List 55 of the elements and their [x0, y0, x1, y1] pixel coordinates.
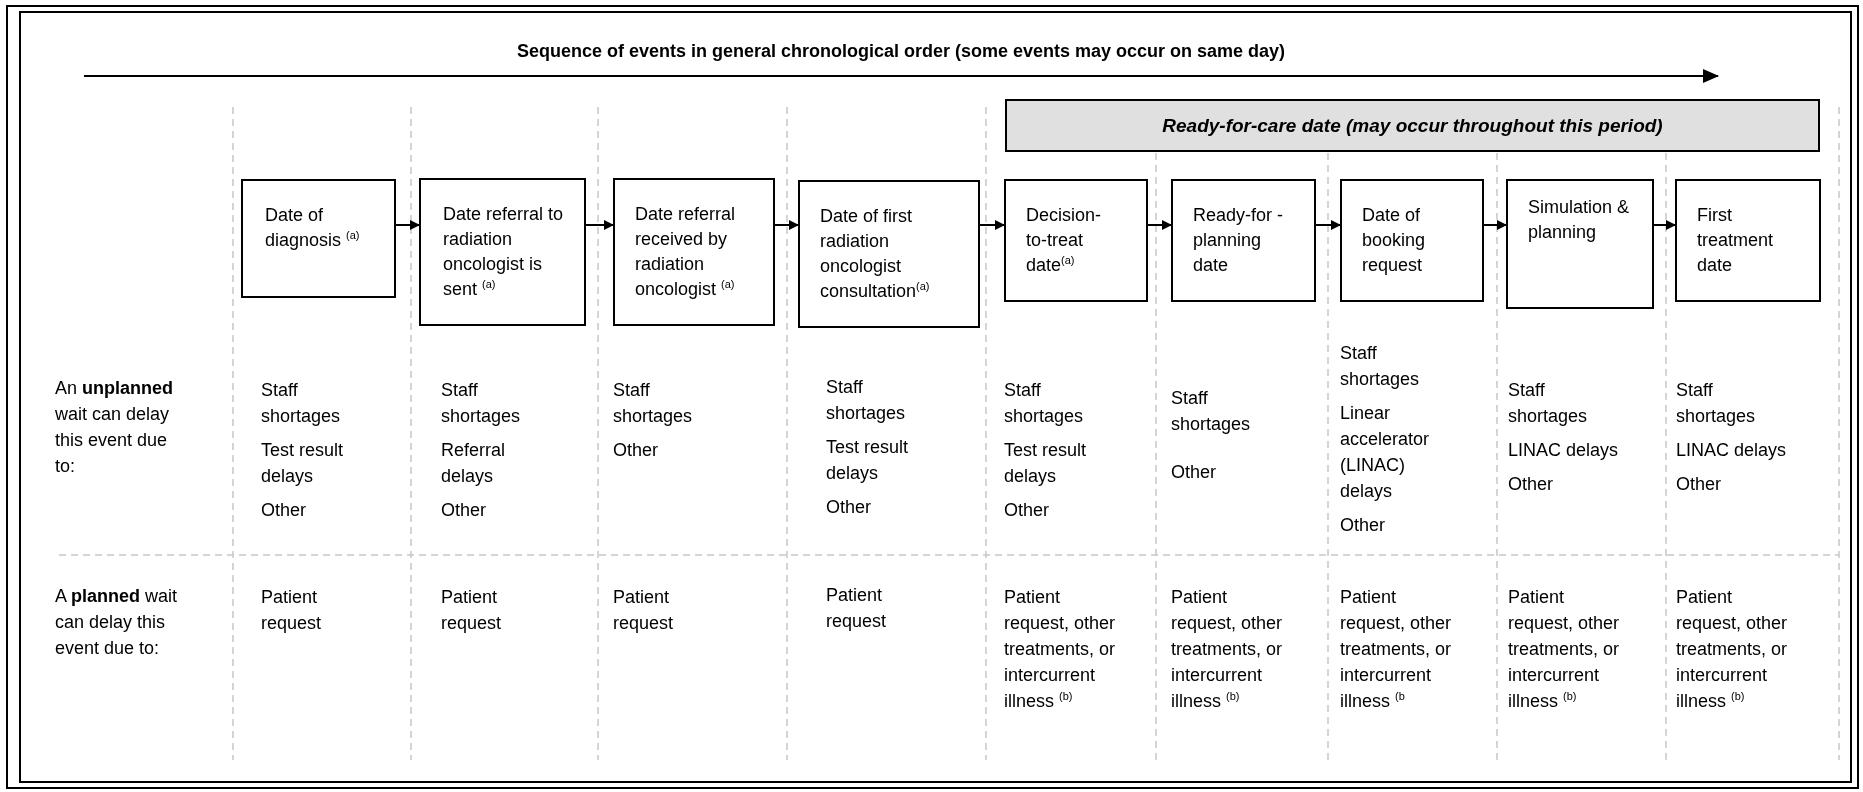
timeline-title: Sequence of events in general chronological order (some events may occur on same day) — [515, 41, 1287, 62]
delay-reason: Patient request, other treatments, or intercurrent illness $^{(b)}$ — [1171, 586, 1284, 713]
arrow — [1483, 220, 1507, 230]
delay-reason: Other — [826, 496, 873, 519]
delay-reason: Staff shortages — [613, 379, 694, 428]
event-box: First treatment date — [1675, 179, 1821, 302]
delay-reason: Patient request, other treatments, or intercurrent illness $^{(b)}$ — [1676, 586, 1789, 713]
delay-reason: Patient request — [613, 586, 675, 635]
arrow — [1147, 220, 1172, 230]
delay-reason: Linear accelerator (LINAC) delays — [1340, 402, 1431, 503]
delay-reason: Other — [1340, 514, 1387, 537]
delay-reason: Staff shortages — [441, 379, 522, 428]
period-band: Ready-for-care date (may occur throughout this period) — [1005, 99, 1820, 152]
arrow — [395, 220, 420, 230]
delay-reason: Staff shortages — [1171, 387, 1252, 436]
delay-reason: Patient request, other treatments, or intercurrent illness $^{(b}$ — [1340, 586, 1453, 713]
delay-reason: LINAC delays — [1508, 439, 1620, 462]
event-box: Decision-to-treat date$^{(a)}$ — [1004, 179, 1148, 302]
event-box: Date referral to radiation oncologist is sent $^{(a)}$ — [419, 178, 586, 326]
row-heading: A planned wait can delay this event due to: — [55, 585, 179, 660]
delay-reason: Test result delays — [261, 439, 345, 488]
delay-reason: Other — [441, 499, 488, 522]
delay-reason: LINAC delays — [1676, 439, 1788, 462]
delay-reason: Staff shortages — [261, 379, 342, 428]
delay-reason: Referral delays — [441, 439, 507, 488]
delay-reason: Staff shortages — [1340, 342, 1421, 391]
delay-reason: Patient request — [826, 584, 888, 633]
delay-reason: Other — [613, 439, 660, 462]
arrow — [979, 220, 1005, 230]
delay-reason: Patient request, other treatments, or intercurrent illness $^{(b)}$ — [1508, 586, 1621, 713]
row-heading: An unplanned wait can delay this event due to: — [55, 377, 175, 478]
delay-reason: Test result delays — [826, 436, 910, 485]
delay-reason: Other — [1171, 461, 1218, 484]
arrow — [585, 220, 614, 230]
delay-reason: Patient request — [441, 586, 503, 635]
arrow — [1653, 220, 1676, 230]
delay-reason: Staff shortages — [1004, 379, 1085, 428]
event-box: Simulation & planning — [1506, 179, 1654, 309]
delay-reason: Staff shortages — [826, 376, 907, 425]
delay-reason: Patient request — [261, 586, 323, 635]
event-box: Date of diagnosis $^{(a)}$ — [241, 179, 396, 298]
delay-reason: Patient request, other treatments, or intercurrent illness $^{(b)}$ — [1004, 586, 1117, 713]
event-box: Date referral received by radiation oncologist $^{(a)}$ — [613, 178, 775, 326]
event-box: Date of first radiation oncologist consultation$^{(a)}$ — [798, 180, 980, 328]
delay-reason: Other — [1004, 499, 1051, 522]
delay-reason: Other — [1676, 473, 1723, 496]
delay-reason: Staff shortages — [1508, 379, 1589, 428]
delay-reason: Staff shortages — [1676, 379, 1757, 428]
arrow — [774, 220, 799, 230]
event-box: Date of booking request — [1340, 179, 1484, 302]
delay-reason: Test result delays — [1004, 439, 1088, 488]
delay-reason: Other — [1508, 473, 1555, 496]
delay-reason: Other — [261, 499, 308, 522]
event-box: Ready-for -planning date — [1171, 179, 1316, 302]
arrow — [1315, 220, 1341, 230]
